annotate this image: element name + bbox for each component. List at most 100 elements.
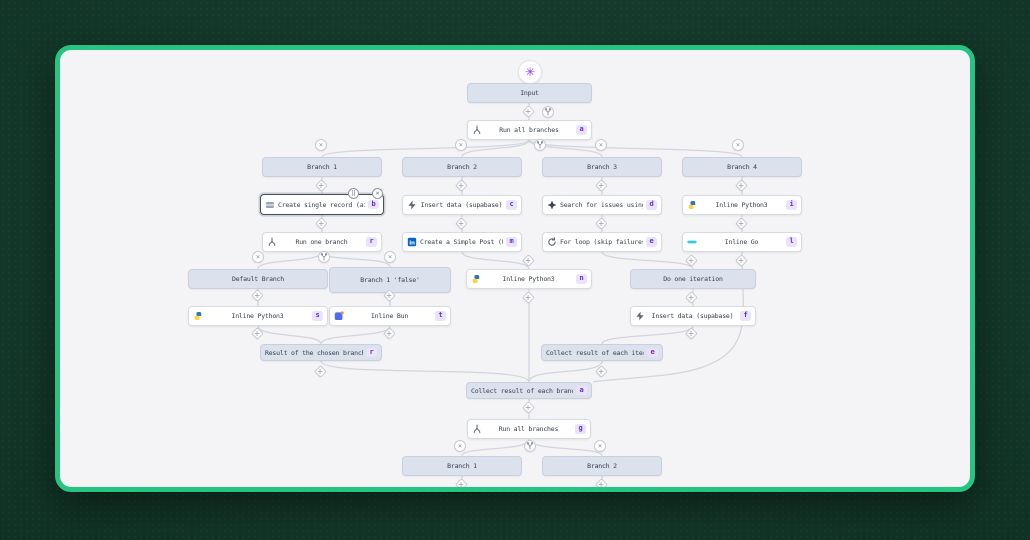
flow-node-python-s[interactable]: Inline Python3 s <box>188 306 328 326</box>
step-id-badge: m <box>505 237 517 247</box>
add-branch-button[interactable] <box>524 440 536 452</box>
plus-icon: + <box>685 291 698 304</box>
node-label: Result of the chosen branch <box>265 348 363 357</box>
flow-edge <box>528 139 743 158</box>
plus-icon: + <box>383 289 396 302</box>
remove-branch-button[interactable]: × <box>455 139 467 151</box>
step-id-badge: e <box>645 237 657 247</box>
remove-branch-button[interactable]: × <box>384 251 396 263</box>
flow-node-default-branch[interactable]: Default Branch <box>188 269 328 289</box>
insert-step-button[interactable]: + <box>522 401 535 414</box>
insert-step-button[interactable]: + <box>595 478 608 487</box>
plus-icon: + <box>595 478 608 487</box>
remove-branch-button[interactable]: × <box>595 139 607 151</box>
insert-step-button[interactable]: + <box>315 217 328 230</box>
node-label: Branch 2 <box>587 461 617 470</box>
branch-fork-icon <box>318 251 330 263</box>
linkedin-icon: in <box>407 237 417 247</box>
svg-text:in: in <box>409 240 415 246</box>
insert-step-button[interactable]: + <box>314 365 327 378</box>
plus-icon: + <box>735 254 748 267</box>
remove-branch-button[interactable]: × <box>252 251 264 263</box>
plus-icon: + <box>522 105 535 118</box>
flow-node-bottom-branch1[interactable]: Branch 1 <box>402 456 522 476</box>
flow-node-branch2[interactable]: Branch 2 <box>402 157 522 177</box>
flow-node-do-one-iteration[interactable]: Do one iteration <box>630 269 756 289</box>
node-label: Default Branch <box>232 274 284 283</box>
insert-step-button[interactable]: + <box>685 291 698 304</box>
remove-branch-button[interactable]: × <box>454 440 466 452</box>
insert-step-button[interactable]: + <box>251 327 264 340</box>
plus-icon: + <box>251 327 264 340</box>
plus-icon: + <box>455 217 468 230</box>
flow-node-supabase-c[interactable]: Insert data (supabase)c <box>402 195 522 215</box>
plus-icon: + <box>522 254 535 267</box>
remove-branch-button[interactable]: × <box>315 139 327 151</box>
plus-icon: + <box>455 478 468 487</box>
insert-step-button[interactable]: + <box>522 291 535 304</box>
plus-icon: + <box>314 365 327 378</box>
windmill-logo-icon[interactable]: ✳ <box>518 60 542 84</box>
step-id-badge: c <box>505 200 517 210</box>
add-branch-button[interactable] <box>542 106 554 118</box>
flow-node-supabase-f[interactable]: Insert data (supabase)f <box>630 306 756 326</box>
insert-step-button[interactable]: + <box>455 179 468 192</box>
insert-step-button[interactable]: + <box>685 327 698 340</box>
insert-step-button[interactable]: + <box>455 478 468 487</box>
close-icon: × <box>595 139 607 151</box>
remove-branch-button[interactable]: × <box>594 440 606 452</box>
insert-step-button[interactable]: + <box>735 179 748 192</box>
node-label: Branch 1 'false' <box>360 275 420 284</box>
flow-node-jira-d[interactable]: Search for issues using JQL (...d <box>542 195 662 215</box>
flow-edge <box>461 251 530 270</box>
step-id-badge: a <box>575 385 587 396</box>
insert-step-button[interactable]: + <box>383 327 396 340</box>
step-id-badge: g <box>574 424 586 434</box>
insert-step-button[interactable]: + <box>595 179 608 192</box>
insert-step-button[interactable]: + <box>685 254 698 267</box>
insert-step-button[interactable]: + <box>455 217 468 230</box>
add-branch-button[interactable] <box>318 251 330 263</box>
node-label: Inline Python3 <box>231 312 284 320</box>
insert-step-button[interactable]: + <box>735 254 748 267</box>
insert-step-button[interactable]: + <box>251 289 264 302</box>
insert-step-button[interactable]: + <box>522 254 535 267</box>
plus-icon: + <box>251 289 264 302</box>
flow-node-airtable-b[interactable]: Create single record (airtable)b <box>260 194 384 215</box>
flow-node-branch1[interactable]: Branch 1 <box>262 157 382 177</box>
flow-node-input[interactable]: Input <box>467 83 592 103</box>
insert-step-button[interactable]: + <box>595 365 608 378</box>
flow-node-forloop-e[interactable]: For loop (skip failures)e <box>542 232 662 252</box>
flow-node-branch4[interactable]: Branch 4 <box>682 157 802 177</box>
delete-step-button[interactable]: × <box>372 188 383 199</box>
insert-step-button[interactable]: + <box>595 217 608 230</box>
move-step-button[interactable]: ‖ <box>348 188 359 199</box>
step-id-badge: e <box>646 347 658 358</box>
insert-step-button[interactable]: + <box>383 289 396 302</box>
flow-node-branch3[interactable]: Branch 3 <box>542 157 662 177</box>
remove-branch-button[interactable]: × <box>732 139 744 151</box>
insert-step-button[interactable]: + <box>315 179 328 192</box>
insert-step-button[interactable]: + <box>735 217 748 230</box>
node-label: Inline Go <box>724 238 759 246</box>
step-id-badge: b <box>367 199 379 210</box>
insert-step-button[interactable]: + <box>522 105 535 118</box>
flow-node-bottom-branch2[interactable]: Branch 2 <box>542 456 662 476</box>
add-branch-button[interactable] <box>534 139 546 151</box>
step-id-badge: d <box>645 200 657 210</box>
flow-edge <box>321 139 530 158</box>
step-id-badge: s <box>311 311 323 321</box>
